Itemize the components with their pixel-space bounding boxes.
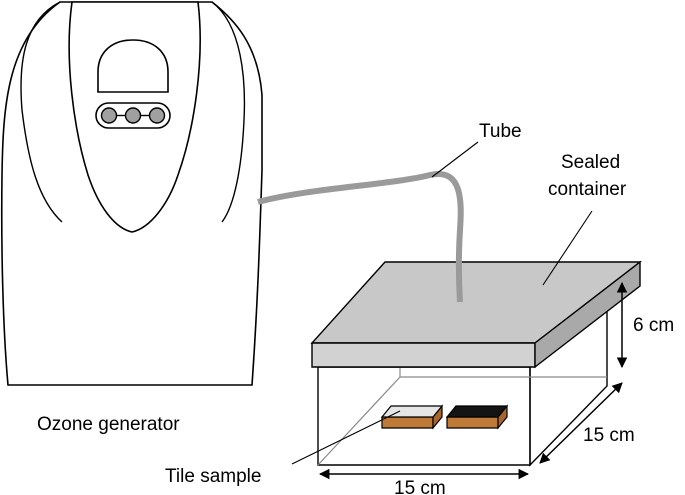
- generator-right-contour: [211, 1, 246, 223]
- container-leader-line: [542, 210, 593, 286]
- sealed-container-label-line2: container: [548, 179, 627, 200]
- height-label: 6 cm: [633, 315, 674, 336]
- button-2: [124, 107, 142, 124]
- lid-front: [311, 342, 536, 368]
- generator-left-contour: [20, 1, 63, 223]
- depth-label: 15 cm: [583, 425, 635, 446]
- tile-leader-line: [291, 410, 401, 465]
- generator-display: [97, 39, 169, 93]
- button-1: [100, 107, 118, 124]
- sealed-container-label-line1: Sealed: [561, 152, 620, 173]
- tile-sample-white: [380, 404, 444, 430]
- tile-sample-label: Tile sample: [165, 466, 261, 487]
- lid-side: [534, 260, 641, 369]
- generator-buttons: [95, 102, 171, 129]
- ozone-generator: [0, 1, 263, 386]
- sealed-container: [310, 260, 643, 467]
- generator-label: Ozone generator: [37, 414, 180, 435]
- button-3: [148, 107, 166, 124]
- tube-leader-line: [431, 141, 479, 178]
- tile-sample-black: [445, 404, 509, 430]
- width-label: 15 cm: [394, 478, 446, 495]
- tube: [257, 171, 464, 303]
- depth-dimension-arrow: [539, 382, 623, 464]
- tube-label: Tube: [479, 121, 522, 142]
